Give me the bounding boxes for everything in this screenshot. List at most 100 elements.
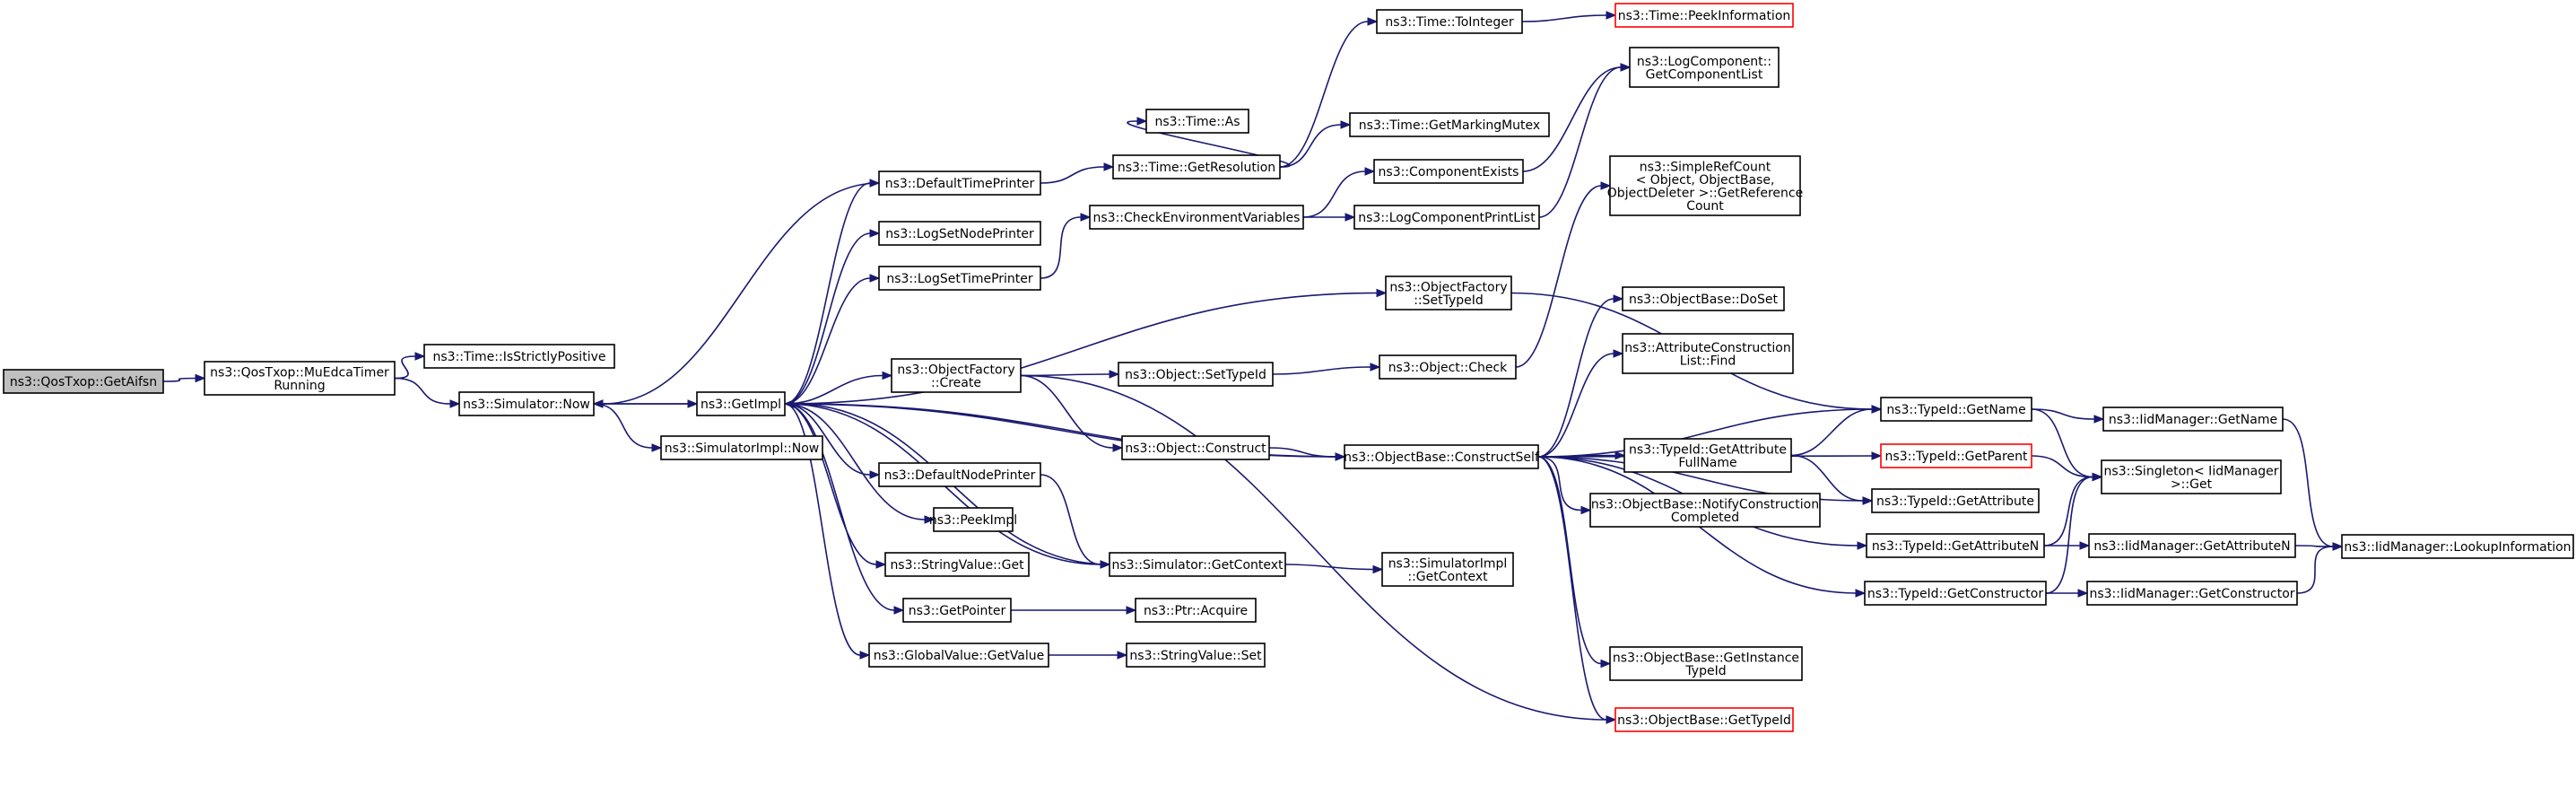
node-box [204,361,396,396]
node-constructself[interactable]: ns3::ObjectBase::ConstructSelf [1344,444,1540,469]
node-box [696,391,786,416]
node-box [884,552,1030,577]
node-peekimpl[interactable]: ns3::PeekImpl [929,507,1017,532]
node-compexists[interactable]: ns3::ComponentExists [1373,159,1524,184]
node-label: ns3::IidManager::GetName [2109,413,2277,427]
call-edge-getres-to-markmutex [1279,120,1352,168]
node-label: ns3::GlobalValue::GetValue [874,649,1044,663]
arrowhead [2079,541,2091,550]
node-logprint[interactable]: ns3::LogComponentPrintList [1353,205,1540,230]
node-ofcreate[interactable]: ns3::ObjectFactory::Create [891,358,1022,393]
node-label: ns3::GetImpl [701,398,781,412]
node-logtime[interactable]: ns3::LogSetTimePrinter [878,266,1041,291]
node-simgetctx[interactable]: ns3::Simulator::GetContext [1109,552,1286,577]
node-gvgetvalue[interactable]: ns3::GlobalValue::GetValue [868,643,1049,668]
call-edge-ofcreate-to-obgettid [1020,374,1617,724]
arrowhead [2093,415,2105,424]
node-svset[interactable]: ns3::StringValue::Set [1126,643,1266,668]
node-lookup[interactable]: ns3::IidManager::LookupInformation [2341,534,2574,559]
node-box [878,221,1041,246]
node-tidgetctor[interactable]: ns3::TypeId::GetConstructor [1864,581,2047,606]
node-ofsettid[interactable]: ns3::ObjectFactory::SetTypeId [1385,275,1512,310]
node-getptr[interactable]: ns3::GetPointer [902,598,1012,623]
node-label: ns3::QosTxop::GetAifsn [10,375,157,389]
node-tidgetparent[interactable]: ns3::TypeId::GetParent [1880,443,2032,468]
arrowhead [1857,541,1868,550]
node-simnow[interactable]: ns3::Simulator::Now [458,391,595,416]
edge-line [1537,353,1614,458]
node-label: ns3::Time::GetMarkingMutex [1359,118,1540,133]
arrowhead [869,274,881,283]
arrowhead [1109,370,1120,379]
node-timeas[interactable]: ns3::Time::As [1145,109,1249,134]
arrowhead [2077,589,2089,598]
node-svget[interactable]: ns3::StringValue::Get [884,552,1030,577]
call-edge-iidgetname-to-lookup [2282,418,2344,551]
edge-line [784,403,895,611]
node-tidgetname[interactable]: ns3::TypeId::GetName [1880,397,2032,422]
node-root[interactable]: ns3::QosTxop::GetAifsn [3,369,164,394]
edge-line [1515,185,1602,368]
node-notifycc[interactable]: ns3::ObjectBase::NotifyConstructionCompl… [1589,493,1821,528]
node-doset[interactable]: ns3::ObjectBase::DoSet [1622,286,1785,311]
edge-line [1538,66,1622,218]
call-edge-simgetctx-to-simimplctx [1284,564,1384,574]
node-lognode[interactable]: ns3::LogSetNodePrinter [878,221,1041,246]
node-toint[interactable]: ns3::Time::ToInteger [1376,9,1523,34]
node-objconstruct[interactable]: ns3::Object::Construct [1121,435,1270,460]
node-tidgetattrn[interactable]: ns3::TypeId::GetAttributeN [1866,533,2045,558]
call-edge-getattrfull-to-tidgetattr [1790,454,1874,505]
node-getres[interactable]: ns3::Time::GetResolution [1112,154,1281,179]
node-getimpl[interactable]: ns3::GetImpl [696,391,786,416]
call-edge-deftp-to-getres [1040,162,1115,184]
node-iidgetattrn[interactable]: ns3::IidManager::GetAttributeN [2088,533,2296,558]
node-box [1614,3,1794,28]
node-label: ns3::IidManager::GetConstructor [2089,587,2294,601]
node-lcgetlist[interactable]: ns3::LogComponent::GetComponentList [1629,47,1780,88]
node-label: ns3::SimulatorImpl::Now [665,442,820,456]
node-simimplnow[interactable]: ns3::SimulatorImpl::Now [660,435,823,460]
edge-line [784,403,926,520]
arrowhead [869,229,881,238]
node-box [1622,286,1785,311]
node-refcount[interactable]: ns3::SimpleRefCount< Object, ObjectBase,… [1607,155,1803,216]
node-label: ns3::LogComponent:: [1637,55,1771,69]
edge-line [784,277,871,405]
node-markmutex[interactable]: ns3::Time::GetMarkingMutex [1349,112,1550,137]
node-ptracq[interactable]: ns3::Ptr::Acquire [1135,598,1257,623]
node-iidgetname[interactable]: ns3::IidManager::GetName [2102,407,2284,432]
node-simimplctx[interactable]: ns3::SimulatorImpl::GetContext [1381,552,1514,587]
node-label: ns3::Simulator::GetContext [1111,558,1284,573]
node-strictpos[interactable]: ns3::Time::IsStrictlyPositive [423,344,615,369]
arrowhead [859,651,871,660]
node-label: ns3::DefaultTimePrinter [885,177,1035,191]
node-singleton[interactable]: ns3::Singleton< IidManager>::Get [2101,459,2282,494]
node-label: ns3::Time::ToInteger [1385,15,1514,30]
node-label: ns3::ObjectFactory [1389,280,1507,294]
call-edge-ofcreate-to-objsettid [1020,370,1120,379]
call-edge-getres-to-toint [1279,17,1379,168]
node-box [878,462,1041,487]
arrowhead [651,443,663,452]
node-label: ns3::IidManager::LookupInformation [2344,540,2571,555]
node-obgettid[interactable]: ns3::ObjectBase::GetTypeId [1614,707,1794,732]
call-edge-root-to-muedca [162,373,206,383]
node-box [1121,435,1270,460]
node-objsettid[interactable]: ns3::Object::SetTypeId [1118,362,1274,387]
node-iidgetctor[interactable]: ns3::IidManager::GetConstructor [2086,581,2298,606]
node-peekinfo[interactable]: ns3::Time::PeekInformation [1614,3,1794,28]
edge-line [2043,476,2093,547]
node-label: ns3::Time::IsStrictlyPositive [433,350,606,364]
node-box [1349,112,1550,137]
node-defnp[interactable]: ns3::DefaultNodePrinter [878,462,1041,487]
node-deftp[interactable]: ns3::DefaultTimePrinter [878,171,1041,196]
node-tidgetattr[interactable]: ns3::TypeId::GetAttribute [1871,488,2040,513]
arrowhead [195,373,206,383]
node-objcheck[interactable]: ns3::Object::Check [1379,354,1517,380]
node-checkenv[interactable]: ns3::CheckEnvironmentVariables [1089,205,1304,230]
